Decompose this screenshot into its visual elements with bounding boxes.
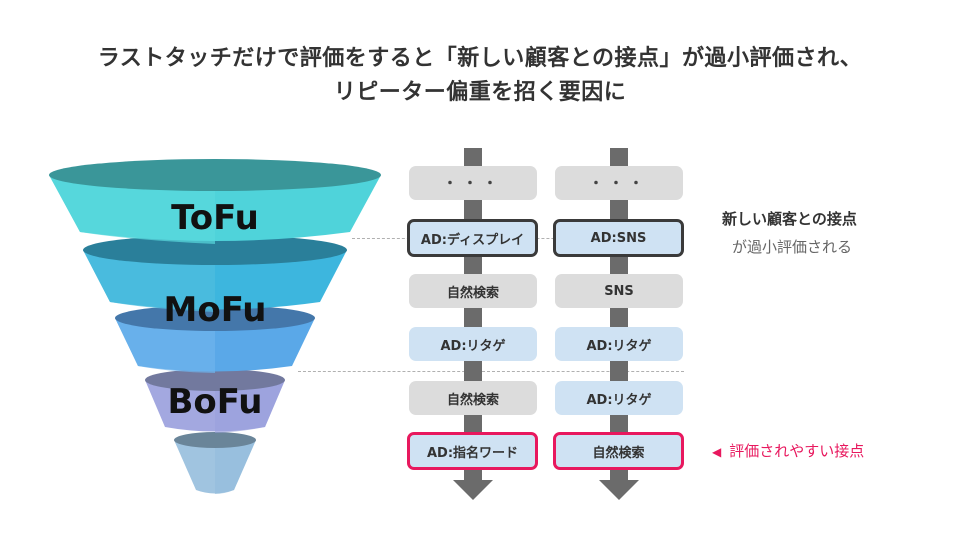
undervalued-note-text: が過小評価される [732, 238, 853, 256]
touchpoint-box: AD:リタゲ [409, 327, 537, 361]
touchpoint-box: AD:リタゲ [555, 327, 683, 361]
funnel-label-tofu: ToFu [171, 198, 259, 238]
touchpoint-box: ・・・ [409, 166, 537, 200]
touchpoint-box: SNS [555, 274, 683, 308]
funnel-stage-5 [174, 432, 256, 494]
arrow-down-icon [599, 480, 639, 500]
funnel-stage-tofu [49, 159, 381, 244]
overvalued-note: ◀ 評価されやすい接点 [712, 440, 864, 461]
funnel-stage-bofu [145, 369, 285, 433]
heading-line-2: リピーター偏重を招く要因に [333, 80, 627, 105]
touchpoint-box: AD:指名ワード [407, 432, 538, 470]
overvalued-note-text: 評価されやすい接点 [729, 442, 865, 460]
heading-line-1: ラストタッチだけで評価をすると「新しい顧客との接点」が過小評価され、 [97, 46, 863, 71]
funnel-label-bofu: BoFu [167, 382, 263, 422]
touchpoint-box: 自然検索 [553, 432, 684, 470]
touchpoint-box: AD:ディスプレイ [407, 219, 538, 257]
touchpoint-box: 自然検索 [409, 381, 537, 415]
touchpoint-box: AD:リタゲ [555, 381, 683, 415]
touchpoint-box: AD:SNS [553, 219, 684, 257]
funnel-stage-3 [115, 305, 315, 373]
divider-mofu-bofu [298, 371, 684, 372]
touchpoint-box: ・・・ [555, 166, 683, 200]
funnel-stage-mofu [83, 235, 347, 312]
touchpoint-box: 自然検索 [409, 274, 537, 308]
undervalued-note-bold: 新しい顧客との接点 [722, 210, 857, 228]
arrow-down-icon [453, 480, 493, 500]
funnel-label-mofu: MoFu [163, 290, 267, 330]
funnel-diagram [49, 159, 381, 494]
left-pointer-icon: ◀ [712, 445, 722, 459]
